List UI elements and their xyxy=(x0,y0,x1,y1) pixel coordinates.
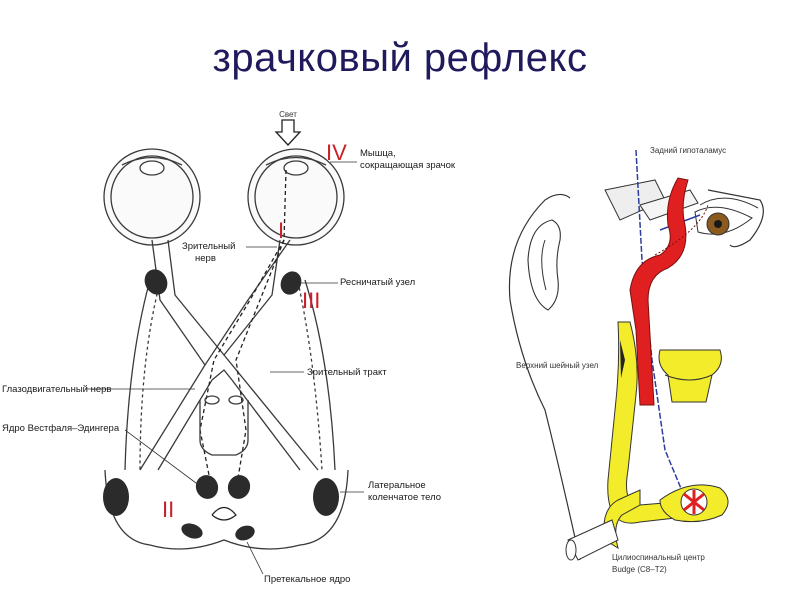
lgn-left xyxy=(103,478,129,516)
roman-numeral-1: I xyxy=(278,218,284,243)
leader-lines xyxy=(86,161,364,575)
ciliary-ganglion-label: Ресничатый узел xyxy=(340,277,415,288)
light-label: Свет xyxy=(279,110,297,119)
roman-numeral-2: II xyxy=(162,497,174,522)
ciliary-ganglion-right xyxy=(280,271,302,295)
hypothalamus-label: Задний гипоталамус xyxy=(650,146,726,155)
optic-nerve-label-2: нерв xyxy=(195,253,216,264)
muscle-label-2: сокращающая зрачок xyxy=(360,160,456,171)
right-diagram xyxy=(508,149,764,561)
eye xyxy=(694,197,759,236)
light-pathway xyxy=(199,169,287,494)
midbrain-outline xyxy=(104,469,349,550)
right-eye xyxy=(247,148,345,246)
oculomotor-nerve-left xyxy=(124,279,151,471)
oculomotor-nerve-right xyxy=(304,279,336,471)
spinal-cord-section xyxy=(659,484,729,523)
head-profile xyxy=(508,189,764,561)
light-arrow xyxy=(274,119,302,146)
optic-nerve-label-1: Зрительный xyxy=(182,241,235,252)
ciliospinal-label-1: Цилиоспинальный центр xyxy=(612,553,705,562)
muscle-label-1: Мышца, xyxy=(360,148,396,159)
lgn-right xyxy=(313,478,339,516)
roman-numeral-3: III xyxy=(302,288,320,313)
left-diagram xyxy=(103,119,349,550)
page-title: зрачковый рефлекс xyxy=(212,36,588,80)
edinger-westphal-label: Ядро Вестфаля–Эдингера xyxy=(2,423,120,434)
left-eye xyxy=(103,148,201,246)
ciliary-ganglion-left xyxy=(144,269,168,295)
pretectal-label: Претекальное ядро xyxy=(264,574,350,585)
lgn-label-2: коленчатое тело xyxy=(368,492,441,503)
ciliospinal-label-2: Budge (C8–T2) xyxy=(612,565,667,574)
roman-numeral-4: IV xyxy=(326,140,347,165)
oculomotor-nerve-label: Глазодвигательный нерв xyxy=(2,384,111,395)
edinger-westphal-left xyxy=(195,475,219,499)
nuclei xyxy=(103,269,339,541)
optic-tract-label: Зрительный тракт xyxy=(307,367,387,378)
edinger-westphal-right xyxy=(227,475,251,499)
superior-cervical-label: Верхний шейный узел xyxy=(516,361,599,370)
carotid-artery xyxy=(629,177,689,406)
ear-outline xyxy=(527,219,561,311)
sympathetic-pathway-blue xyxy=(635,149,691,511)
lgn-label-1: Латеральное xyxy=(368,480,426,491)
pretectal-left xyxy=(181,523,203,539)
vertebra xyxy=(658,349,722,403)
pretectal-right xyxy=(235,525,255,541)
